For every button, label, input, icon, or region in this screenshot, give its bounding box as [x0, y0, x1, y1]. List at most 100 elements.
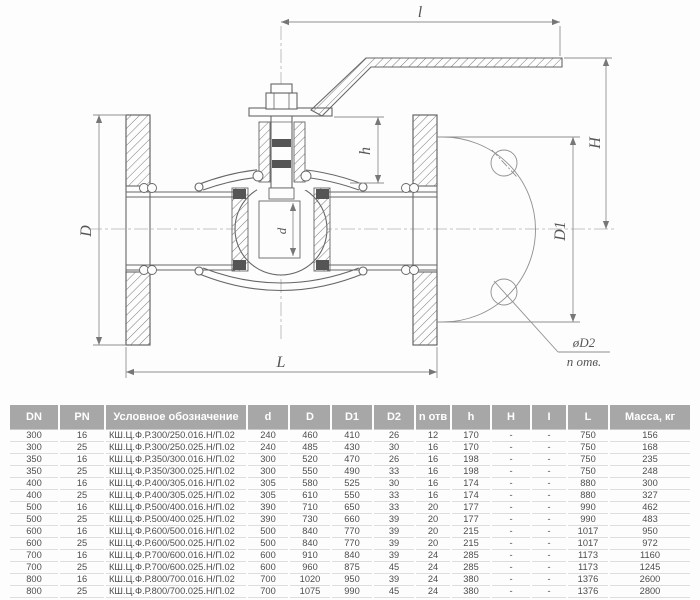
table-cell: 1020 [290, 574, 330, 586]
handle [310, 57, 563, 117]
table-cell: 1173 [568, 550, 608, 562]
column-header: DN [10, 405, 58, 429]
label-d2: øD2 [572, 335, 596, 350]
table-cell: 875 [332, 562, 372, 574]
table-cell: 305 [248, 490, 288, 502]
right-flange [412, 114, 438, 346]
table-cell: 305 [248, 478, 288, 490]
table-cell: 485 [290, 442, 330, 454]
table-cell: 1017 [568, 526, 608, 538]
table-cell: 285 [452, 562, 490, 574]
table-cell: 750 [568, 454, 608, 466]
table-cell: 972 [610, 538, 690, 550]
table-cell: 45 [374, 562, 414, 574]
table-cell: 215 [452, 526, 490, 538]
table-cell: 1017 [568, 538, 608, 550]
gland-left [258, 121, 271, 183]
table-cell: 16 [60, 526, 104, 538]
table-cell: 600 [10, 538, 58, 550]
table-cell: 240 [248, 442, 288, 454]
table-cell: - [532, 478, 566, 490]
table-cell: 16 [60, 574, 104, 586]
table-cell: 26 [374, 429, 414, 442]
table-cell: 12 [416, 429, 450, 442]
table-cell: 198 [452, 466, 490, 478]
table-cell: 300 [610, 478, 690, 490]
table-cell: КШ.Ц.Ф.Р.300/250.016.Н/П.02 [106, 429, 246, 442]
table-cell: КШ.Ц.Ф.Р.350/300.025.Н/П.02 [106, 466, 246, 478]
flange-arc [442, 136, 536, 323]
table-cell: 24 [416, 574, 450, 586]
table-cell: - [532, 429, 566, 442]
table-cell: 20 [416, 526, 450, 538]
table-cell: КШ.Ц.Ф.Р.400/305.025.Н/П.02 [106, 490, 246, 502]
table-cell: 16 [416, 454, 450, 466]
table-cell: 300 [10, 442, 58, 454]
table-cell: 198 [452, 454, 490, 466]
table-cell: 1160 [610, 550, 690, 562]
table-cell: 550 [290, 466, 330, 478]
table-cell: 235 [610, 454, 690, 466]
table-cell: 700 [248, 574, 288, 586]
table-cell: 24 [416, 562, 450, 574]
table-cell: 300 [10, 429, 58, 442]
table-cell: 700 [10, 550, 58, 562]
table-cell: 840 [332, 550, 372, 562]
table-cell: 880 [568, 478, 608, 490]
table-cell: 39 [374, 538, 414, 550]
table-cell: 16 [60, 429, 104, 442]
column-header: I [532, 405, 566, 429]
dimensions [93, 18, 612, 378]
table-cell: 16 [416, 478, 450, 490]
label-D: D [78, 225, 95, 238]
table-cell: 990 [568, 502, 608, 514]
table-cell: 500 [10, 514, 58, 526]
table-cell: - [532, 466, 566, 478]
table-cell: 430 [332, 442, 372, 454]
column-header: Условное обозначение [106, 405, 246, 429]
table-cell: 880 [568, 490, 608, 502]
table-cell: 750 [568, 466, 608, 478]
column-header: PN [60, 405, 104, 429]
table-cell: 25 [60, 562, 104, 574]
table-cell: 525 [332, 478, 372, 490]
table-cell: КШ.Ц.Ф.Р.600/500.025.Н/П.02 [106, 538, 246, 550]
table-cell: 1376 [568, 574, 608, 586]
label-H: H [587, 136, 604, 150]
table-cell: - [532, 442, 566, 454]
table-cell: 390 [248, 502, 288, 514]
table-cell: 950 [610, 526, 690, 538]
table-cell: 580 [290, 478, 330, 490]
stem-foot [268, 187, 295, 200]
table-cell: 39 [374, 526, 414, 538]
table-cell: - [492, 574, 530, 586]
table-cell: 25 [60, 490, 104, 502]
table-cell: 16 [416, 442, 450, 454]
table-cell: 39 [374, 514, 414, 526]
table-cell: 770 [332, 526, 372, 538]
table-cell: 300 [248, 454, 288, 466]
table-cell: 1173 [568, 562, 608, 574]
table-cell: 25 [60, 442, 104, 454]
valve-body [125, 57, 563, 346]
table-cell: 300 [248, 466, 288, 478]
bolt-hole-bottom [490, 278, 518, 306]
table-cell: 380 [452, 586, 490, 598]
label-L: L [276, 354, 286, 371]
table-cell: 520 [290, 454, 330, 466]
table-cell: - [492, 490, 530, 502]
table-cell: - [492, 526, 530, 538]
column-header: n отв [416, 405, 450, 429]
table-cell: 910 [290, 550, 330, 562]
table-cell: 45 [374, 586, 414, 598]
table-cell: 470 [332, 454, 372, 466]
table-cell: 25 [60, 466, 104, 478]
bolt-hole-top [490, 149, 518, 177]
table-cell: 460 [290, 429, 330, 442]
packing-ring [272, 160, 291, 168]
